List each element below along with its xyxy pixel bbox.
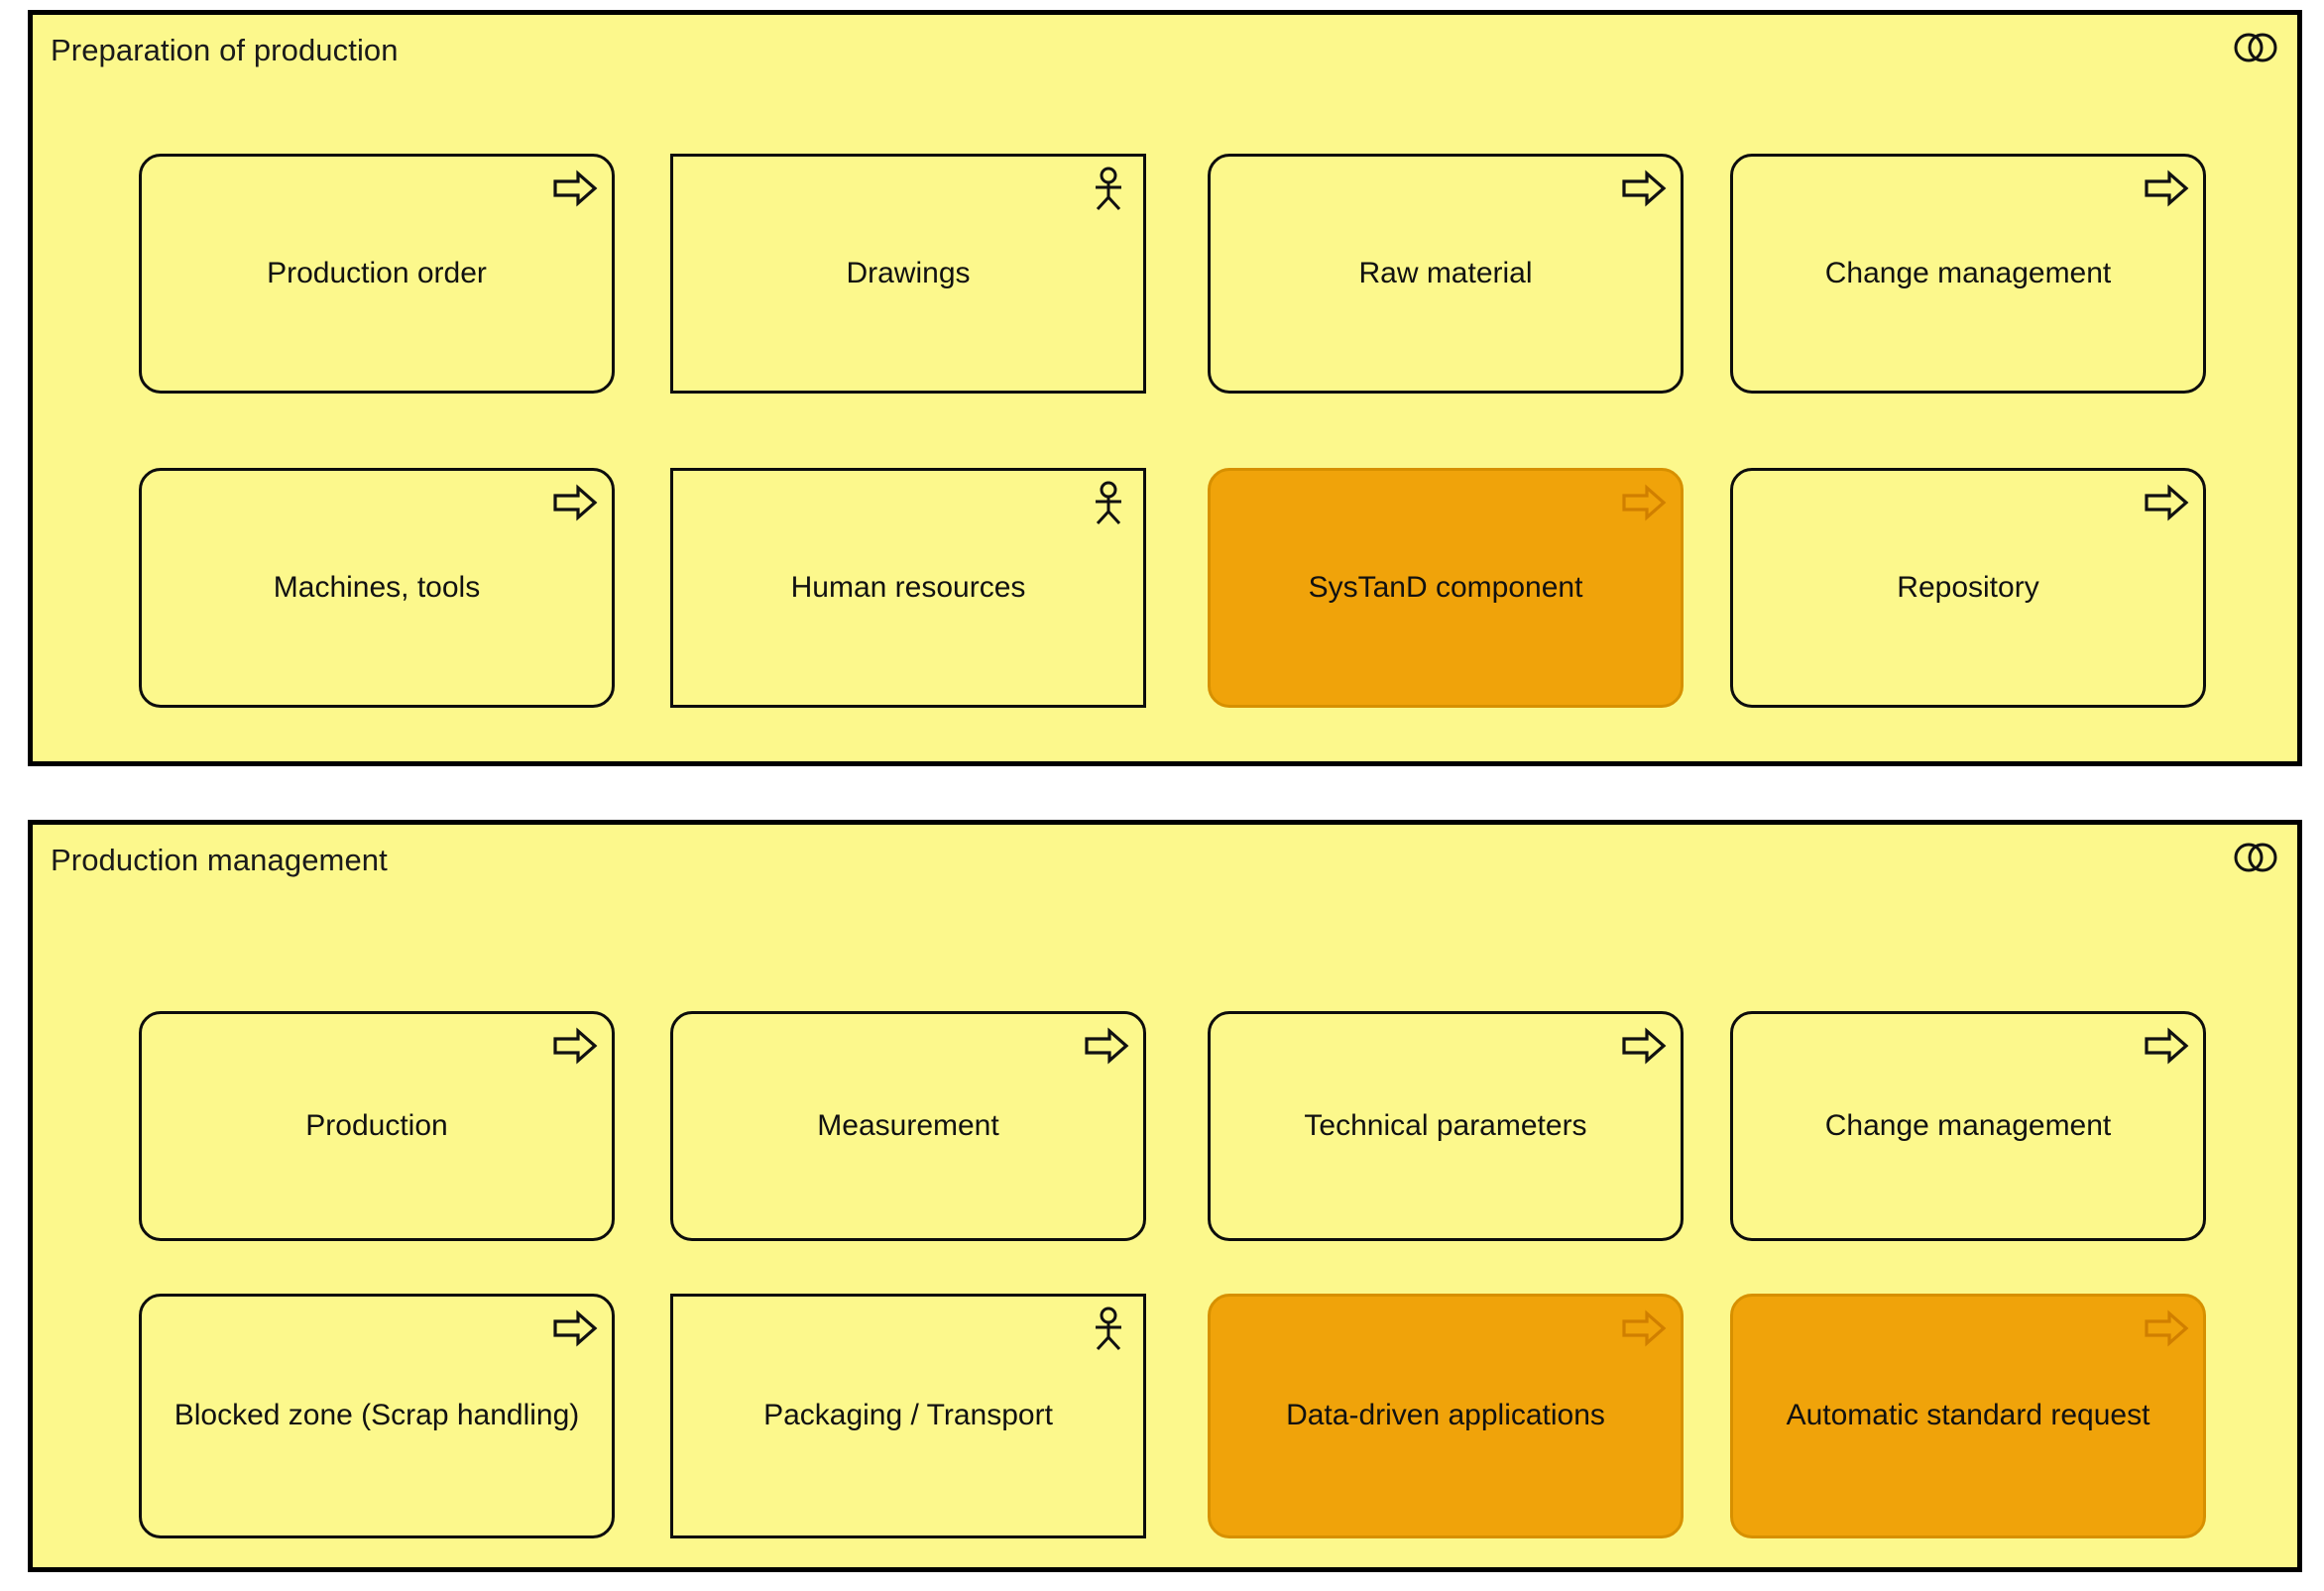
element-label: Repository (1897, 570, 2039, 604)
element-systand-component[interactable]: SysTanD component (1208, 468, 1684, 708)
element-label: Technical parameters (1304, 1108, 1587, 1142)
element-human-resources[interactable]: Human resources (670, 468, 1146, 708)
element-machines-tools[interactable]: Machines, tools (139, 468, 615, 708)
business-process-arrow-icon (1621, 169, 1667, 208)
element-packaging-transport[interactable]: Packaging / Transport (670, 1294, 1146, 1538)
element-label: SysTanD component (1308, 570, 1583, 604)
element-automatic-standard-request[interactable]: Automatic standard request (1730, 1294, 2206, 1538)
grouping-collaboration-icon (2234, 843, 2277, 872)
element-label: Data-driven applications (1286, 1399, 1605, 1432)
element-label: Blocked zone (Scrap handling) (174, 1399, 580, 1432)
group-production-management[interactable]: Production management Production Meas (28, 820, 2302, 1572)
business-process-arrow-icon (1621, 1026, 1667, 1066)
business-actor-icon (1092, 481, 1125, 526)
element-change-management-2[interactable]: Change management (1730, 1011, 2206, 1241)
business-process-arrow-icon (1084, 1026, 1129, 1066)
element-raw-material[interactable]: Raw material (1208, 154, 1684, 394)
business-process-arrow-icon (552, 1026, 598, 1066)
element-label: Production (305, 1108, 448, 1142)
business-actor-icon (1092, 1307, 1125, 1352)
element-technical-parameters[interactable]: Technical parameters (1208, 1011, 1684, 1241)
element-label: Automatic standard request (1786, 1399, 2150, 1432)
grouping-collaboration-icon (2234, 33, 2277, 62)
business-process-arrow-icon (2144, 483, 2189, 522)
group-title: Production management (51, 843, 388, 877)
business-process-arrow-icon (1621, 1308, 1667, 1348)
element-production[interactable]: Production (139, 1011, 615, 1241)
element-label: Change management (1824, 256, 2112, 289)
business-process-arrow-icon (552, 483, 598, 522)
business-process-arrow-icon (1621, 483, 1667, 522)
element-label: Drawings (846, 256, 971, 289)
group-title: Preparation of production (51, 33, 399, 67)
element-change-management[interactable]: Change management (1730, 154, 2206, 394)
business-process-arrow-icon (552, 1308, 598, 1348)
element-repository[interactable]: Repository (1730, 468, 2206, 708)
element-label: Machines, tools (273, 570, 481, 604)
element-label: Measurement (817, 1108, 999, 1142)
business-process-arrow-icon (2144, 169, 2189, 208)
element-measurement[interactable]: Measurement (670, 1011, 1146, 1241)
element-production-order[interactable]: Production order (139, 154, 615, 394)
element-label: Change management (1824, 1108, 2112, 1142)
business-process-arrow-icon (552, 169, 598, 208)
business-process-arrow-icon (2144, 1308, 2189, 1348)
element-data-driven-applications[interactable]: Data-driven applications (1208, 1294, 1684, 1538)
element-drawings[interactable]: Drawings (670, 154, 1146, 394)
group-preparation-of-production[interactable]: Preparation of production Production ord… (28, 10, 2302, 766)
element-label: Raw material (1358, 256, 1533, 289)
element-label: Production order (267, 256, 487, 289)
business-process-arrow-icon (2144, 1026, 2189, 1066)
element-blocked-zone[interactable]: Blocked zone (Scrap handling) (139, 1294, 615, 1538)
business-actor-icon (1092, 167, 1125, 212)
element-label: Packaging / Transport (763, 1399, 1053, 1432)
element-label: Human resources (790, 570, 1026, 604)
